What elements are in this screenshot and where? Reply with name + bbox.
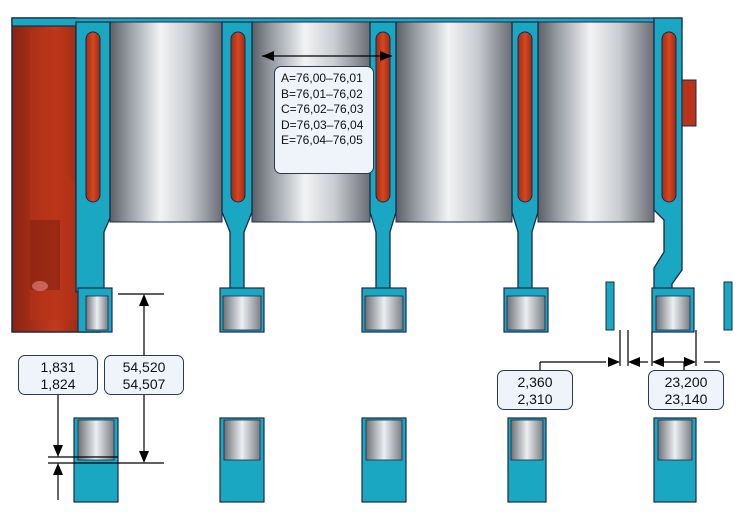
thrust-width-callout: 23,200 23,140	[648, 370, 724, 410]
web-4	[511, 21, 539, 291]
upper-bearing-2	[219, 287, 265, 333]
upper-bearing-4	[503, 287, 549, 333]
upper-bearing-1	[77, 287, 113, 333]
web-1	[75, 21, 111, 293]
dimension-arrowheads	[53, 51, 696, 475]
bearing-bore-min: 54,507	[122, 376, 166, 392]
lower-bearing-4	[507, 417, 547, 503]
bearing-thickness-max: 1,831	[40, 359, 76, 375]
web-2	[221, 21, 253, 291]
web-3	[369, 21, 397, 291]
bore-class-b: B=76,01–76,02	[281, 86, 363, 101]
bore-class-c: C=76,02–76,03	[281, 102, 364, 116]
lower-bearing-2	[219, 417, 265, 503]
dimension-lines	[48, 55, 720, 500]
thrust-washer-callout: 2,360 2,310	[497, 370, 573, 410]
upper-bearing-3	[361, 287, 407, 333]
thrust-washer-max: 2,360	[517, 374, 553, 390]
lower-bearing-1	[73, 417, 119, 503]
lower-bearing-3	[361, 417, 407, 503]
thrust-washer-min: 2,310	[517, 391, 553, 407]
lower-bearing-5	[653, 417, 697, 503]
bearing-thickness-min: 1,824	[40, 376, 76, 392]
cylinder-bore-3	[395, 21, 513, 223]
upper-thrust-bearing	[651, 287, 695, 333]
bore-class-callout: A=76,00–76,01 B=76,01–76,02 C=76,02–76,0…	[274, 66, 374, 174]
thrust-washer-left	[605, 281, 615, 331]
cylinder-bore-1	[109, 21, 223, 223]
thrust-width-max: 23,200	[664, 374, 708, 390]
cylinder-bore-4	[537, 21, 655, 223]
thrust-width-min: 23,140	[664, 391, 708, 407]
bearing-thickness-callout: 1,831 1,824	[18, 355, 98, 395]
bore-class-d: D=76,03–76,04	[281, 117, 364, 132]
bearing-bore-max: 54,520	[122, 359, 166, 375]
web-5	[653, 17, 697, 293]
thrust-washer-right	[723, 281, 733, 331]
bore-class-e: E=76,04–76,05	[281, 133, 363, 147]
bore-class-a: A=76,00–76,01	[281, 71, 363, 85]
bearing-bore-callout: 54,520 54,507	[104, 355, 184, 395]
